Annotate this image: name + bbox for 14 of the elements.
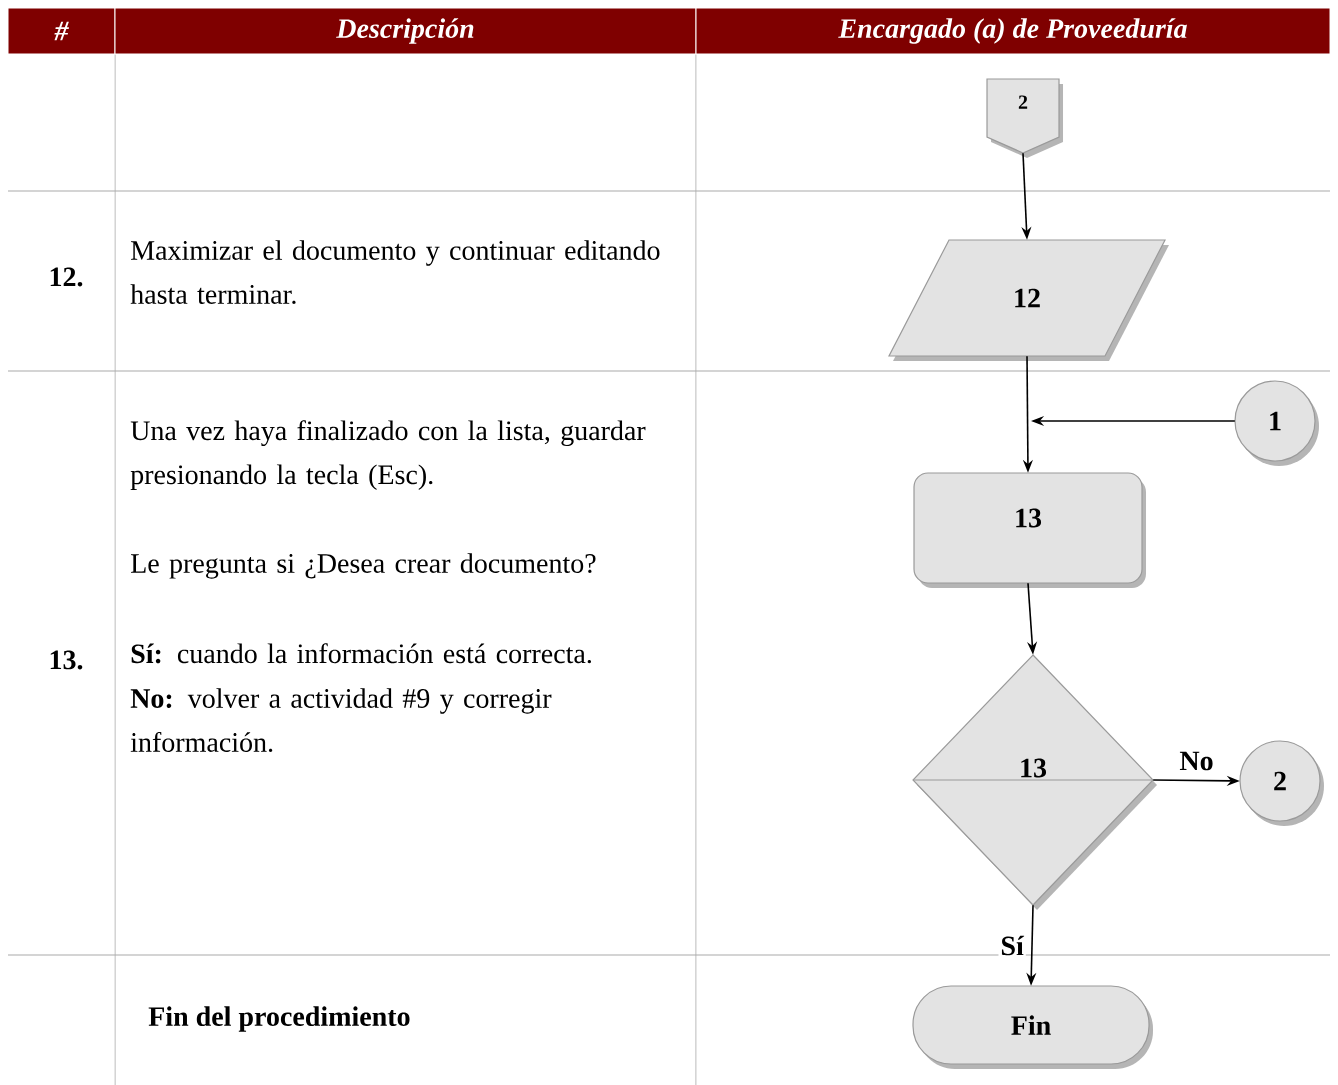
process-box: 13	[913, 472, 1146, 588]
step-description: Maximizar el documento y continuar editando hasta terminar.	[130, 240, 660, 305]
header-cell: #	[7, 7, 116, 55]
header-cell: Encargado (a) de Proveeduría	[695, 7, 1331, 55]
step-description: No: volver a actividad #9 y corregir información.	[130, 688, 552, 753]
offpage-connector: 2	[986, 78, 1063, 158]
end-note: Fin del procedimiento	[148, 1006, 410, 1032]
step-description: Le pregunta si ¿Desea crear documento?	[131, 553, 596, 579]
step-description: Una vez haya finalizado con la lista, guardar presionando la tecla (Esc).	[130, 420, 646, 490]
step-number: 12.	[50, 267, 83, 287]
step-number: 13.	[50, 650, 83, 670]
edge-label: Sí	[1001, 935, 1025, 956]
step-description: Sí: cuando la información está correcta.	[131, 643, 591, 664]
edge-label: No	[1179, 751, 1213, 771]
